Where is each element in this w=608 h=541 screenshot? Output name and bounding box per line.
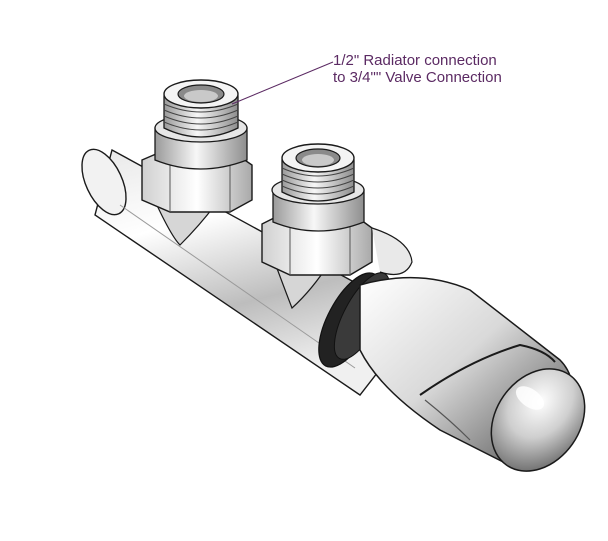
callout-line-2: to 3/4"" Valve Connection: [333, 69, 502, 86]
right-connector: [261, 143, 413, 310]
callout-label: 1/2" Radiator connection to 3/4"" Valve …: [333, 52, 502, 86]
callout-line-1: 1/2" Radiator connection: [333, 52, 497, 69]
left-connector: [141, 79, 253, 246]
callout-leader-line: [231, 61, 334, 105]
end-dome: [490, 368, 586, 472]
